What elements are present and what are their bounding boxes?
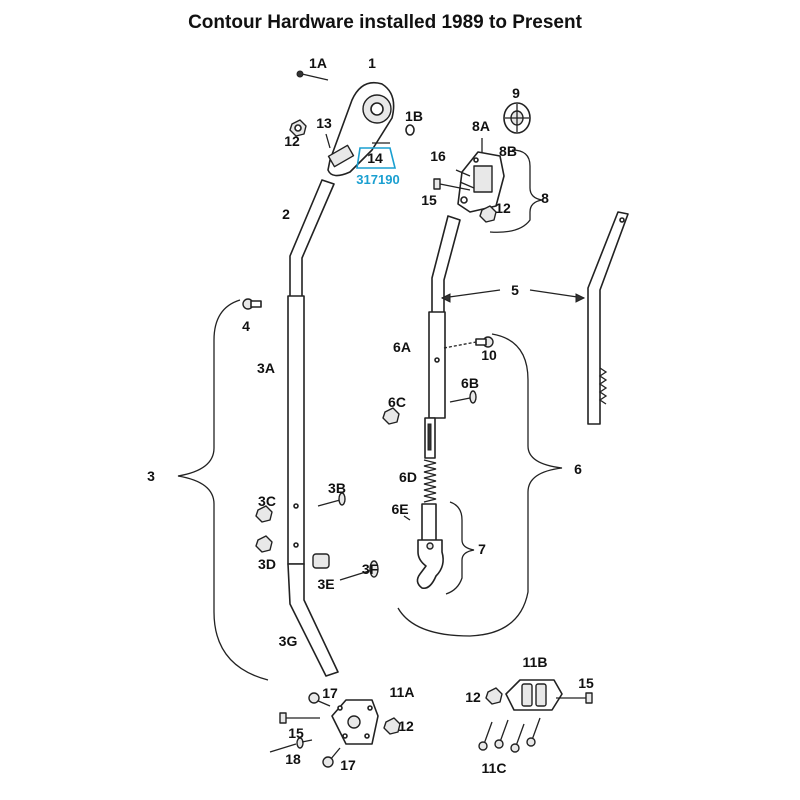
label-3: 3 [147, 468, 155, 484]
label-8b: 8B [499, 143, 517, 159]
brace-7 [445, 501, 475, 595]
label-8a: 8A [472, 118, 490, 134]
label-15-left: 15 [288, 725, 304, 741]
arrow-5 [440, 289, 586, 303]
label-15-top: 15 [421, 192, 437, 208]
label-11a: 11A [390, 684, 415, 700]
label-3d: 3D [258, 556, 276, 572]
screw-1a-part [296, 70, 329, 81]
diagram-title: Contour Hardware installed 1989 to Prese… [188, 12, 583, 33]
label-6b: 6B [461, 375, 479, 391]
label-17-top: 17 [322, 685, 338, 701]
label-17-bottom: 17 [340, 757, 356, 773]
label-2: 2 [282, 206, 290, 222]
label-16: 16 [430, 148, 446, 164]
label-12-right: 12 [495, 200, 511, 216]
pin-13-part [325, 133, 331, 149]
label-3f: 3F [362, 561, 379, 577]
pin-6e-part [403, 515, 411, 521]
label-9: 9 [512, 85, 520, 101]
knob-9-part [503, 102, 531, 134]
label-6d: 6D [399, 469, 417, 485]
label-8: 8 [541, 190, 549, 206]
nut-12-right-part [479, 205, 497, 223]
brace-8 [489, 149, 543, 233]
part-14-highlight-box [356, 147, 397, 169]
spacer-3e-part [312, 553, 330, 569]
nut-12-left-part [383, 717, 401, 735]
bolt-3b-part [317, 492, 346, 507]
label-3c: 3C [258, 493, 276, 509]
label-4: 4 [242, 318, 250, 334]
label-13: 13 [316, 115, 332, 131]
label-6: 6 [574, 461, 582, 477]
label-12-left: 12 [398, 718, 414, 734]
bracket-11a-part [331, 699, 379, 745]
label-5: 5 [511, 282, 519, 298]
brace-3 [177, 299, 269, 681]
label-10: 10 [481, 347, 497, 363]
nut-12-bottom-part [485, 687, 503, 705]
nut-3d-part [255, 535, 273, 553]
bolt-15-right-part [556, 692, 593, 704]
screw-17-top-part [308, 692, 331, 707]
plug-4-part [242, 298, 262, 310]
bolt-6b-part [449, 390, 477, 404]
ratchet-rod-5-part [587, 211, 629, 425]
bracket-11b-part [505, 679, 563, 711]
label-12-top: 12 [284, 133, 300, 149]
label-11c: 11C [482, 760, 507, 776]
rod-spring-6d-part [423, 417, 437, 503]
rivet-18-part [269, 737, 313, 753]
label-3b: 3B [328, 480, 346, 496]
bolt-15-left-part [279, 712, 320, 724]
nut-6c-part [382, 407, 400, 425]
label-14: 14 [367, 150, 383, 166]
label-12-bottom: 12 [465, 689, 481, 705]
latch-7-part [416, 503, 444, 590]
label-1b: 1B [405, 108, 423, 124]
nut-1b-part [405, 124, 415, 136]
tube-6a-part [428, 215, 461, 419]
lower-tube-3g-part [287, 563, 339, 677]
screws-16-part [455, 169, 475, 189]
label-6c: 6C [388, 394, 406, 410]
label-3g: 3G [279, 633, 298, 649]
label-6a: 6A [393, 339, 411, 355]
nut-12-top-part [289, 119, 307, 137]
bracket-8-part [457, 151, 505, 213]
nut-3c-part [255, 505, 273, 523]
label-11b: 11B [523, 654, 548, 670]
label-3e: 3E [317, 576, 334, 592]
bolt-15-top-part [433, 178, 471, 191]
label-15-right: 15 [578, 675, 594, 691]
bolt-3f-part [339, 560, 379, 581]
label-6e: 6E [391, 501, 408, 517]
screw-17-bottom-part [322, 747, 341, 768]
brace-6 [397, 333, 563, 637]
plug-10-part [443, 336, 494, 349]
upper-tube-part [289, 179, 335, 299]
label-3a: 3A [257, 360, 275, 376]
label-1a: 1A [309, 55, 327, 71]
label-7: 7 [478, 541, 486, 557]
screws-11c-part [478, 717, 541, 753]
label-1: 1 [368, 55, 376, 71]
middle-tube-3a-part [287, 295, 305, 565]
handle-head-part [327, 81, 395, 177]
label-18: 18 [285, 751, 301, 767]
part-number-14: 317190 [356, 172, 399, 187]
